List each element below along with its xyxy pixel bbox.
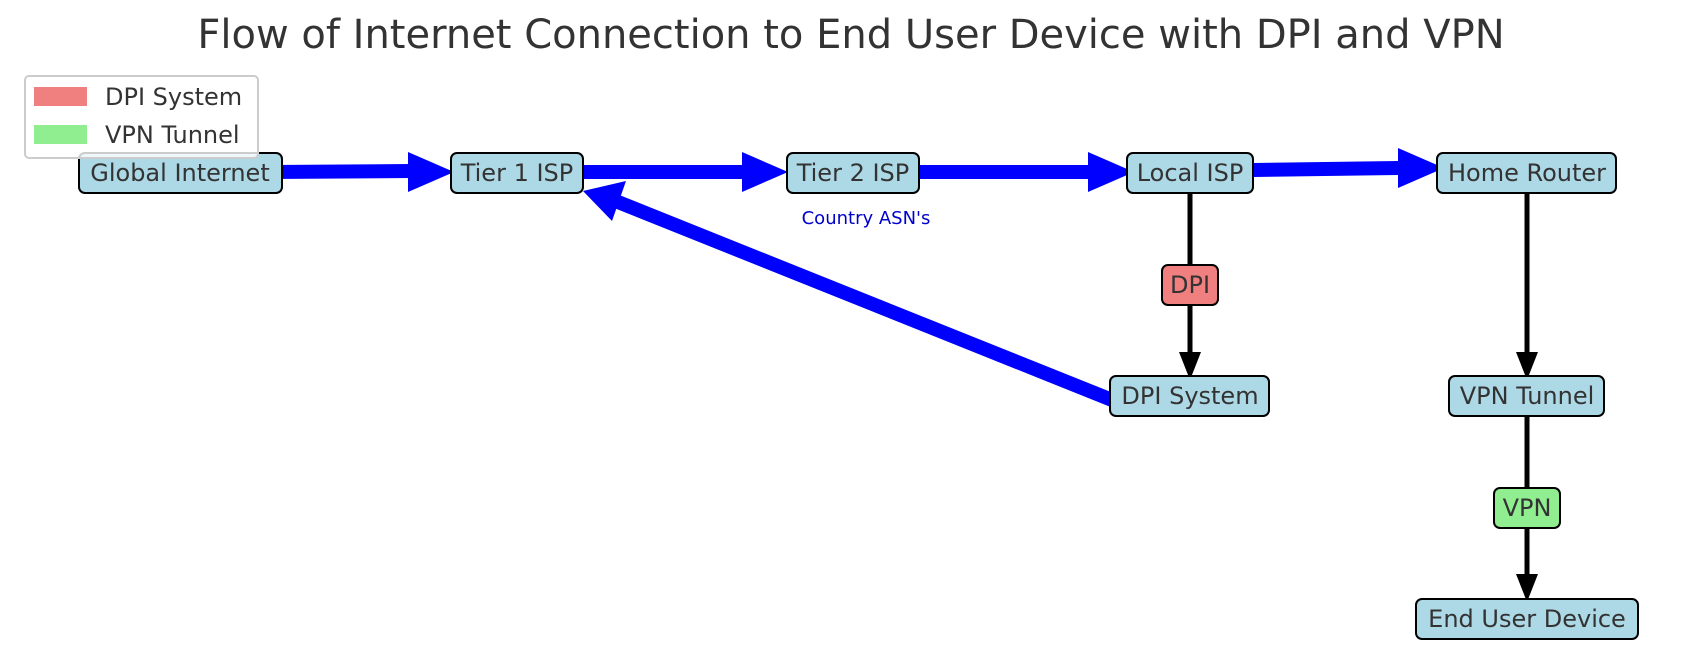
edge-label-text: VPN [1503,494,1552,522]
edge-label-text: DPI [1170,271,1210,299]
node-label: End User Device [1428,605,1626,633]
edge-label-dpi: DPI [1161,264,1219,306]
node-dpi-system: DPI System [1109,375,1270,417]
node-label: Home Router [1448,159,1606,187]
node-global-internet: Global Internet [78,152,283,194]
node-home-router: Home Router [1436,152,1617,194]
flow-arrow-localisp-to-homerouter [1252,148,1444,188]
annotation-country-asn: Country ASN's [802,208,931,229]
flow-arrow-dpisystem-to-tier1 [583,181,1120,409]
node-label: Local ISP [1137,159,1244,187]
legend-swatch-vpn [34,125,87,144]
node-tier1-isp: Tier 1 ISP [450,152,584,194]
edge-label-vpn: VPN [1493,487,1561,529]
node-label: Tier 2 ISP [796,159,910,187]
flow-arrow-tier2-to-localisp [917,152,1134,192]
legend: DPI System VPN Tunnel [24,75,259,159]
node-local-isp: Local ISP [1126,152,1254,194]
node-label: DPI System [1121,382,1258,410]
flow-arrow-global-to-tier1 [269,152,454,192]
node-label: Global Internet [90,159,269,187]
legend-label-vpn: VPN Tunnel [105,121,240,149]
diagram-title: Flow of Internet Connection to End User … [197,12,1504,58]
flow-arrow-tier1-to-tier2 [583,152,788,192]
edge-homerouter-vpntunnel [1516,186,1538,380]
node-label: VPN Tunnel [1460,382,1595,410]
legend-swatch-dpi [34,87,87,106]
node-tier2-isp: Tier 2 ISP [786,152,920,194]
node-label: Tier 1 ISP [460,159,574,187]
legend-label-dpi: DPI System [105,83,242,111]
node-vpn-tunnel: VPN Tunnel [1448,375,1605,417]
node-end-user-device: End User Device [1415,598,1639,640]
